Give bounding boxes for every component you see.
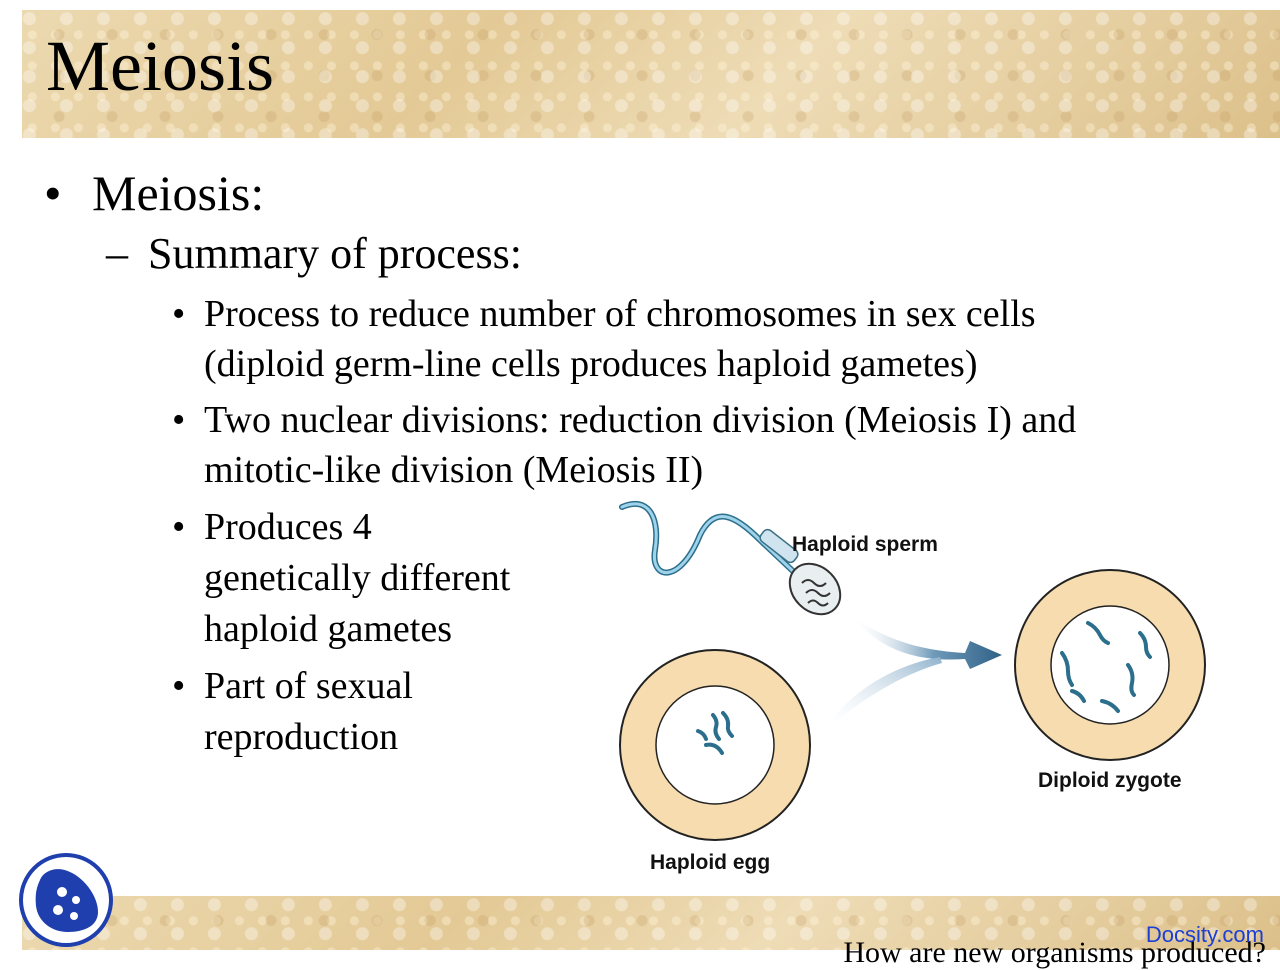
bullet-icon: • bbox=[172, 293, 186, 335]
egg-cell-icon bbox=[619, 649, 811, 841]
footer-band bbox=[22, 896, 1280, 950]
docsity-logo-icon bbox=[19, 853, 113, 947]
bullet-icon: • bbox=[172, 506, 186, 548]
list-item-line: Produces 4 bbox=[204, 506, 372, 548]
zygote-label: Diploid zygote bbox=[1038, 769, 1182, 792]
egg-label: Haploid egg bbox=[650, 851, 770, 874]
watermark-link[interactable]: Docsity.com bbox=[1145, 922, 1264, 947]
list-item-line: Two nuclear divisions: reduction divisio… bbox=[204, 399, 1077, 441]
list-item-line: Part of sexual bbox=[204, 665, 413, 707]
bullet-level2: Summary of process: bbox=[148, 229, 522, 278]
bullet-icon: • bbox=[172, 399, 186, 441]
slide-title: Meiosis bbox=[46, 26, 275, 106]
sperm-label: Haploid sperm bbox=[792, 533, 938, 556]
list-item-line: genetically different bbox=[204, 557, 511, 599]
arrow-icon bbox=[822, 657, 942, 733]
dash-icon: – bbox=[106, 229, 128, 278]
zygote-cell-icon bbox=[1014, 569, 1206, 761]
list-item-line: haploid gametes bbox=[204, 608, 452, 650]
bullet-icon: • bbox=[44, 165, 62, 221]
bullet-level1: Meiosis: bbox=[92, 165, 265, 221]
list-item-line: reproduction bbox=[204, 716, 399, 758]
bullet-icon: • bbox=[172, 665, 186, 707]
fertilization-diagram: Haploid sperm Haploid egg Diploid zygote bbox=[619, 500, 1206, 874]
list-item-line: (diploid germ-line cells produces haploi… bbox=[204, 343, 978, 385]
sperm-icon bbox=[619, 500, 842, 616]
list-item-line: mitotic-like division (Meiosis II) bbox=[204, 449, 704, 491]
header-band bbox=[22, 10, 1280, 138]
list-item-line: Process to reduce number of chromosomes … bbox=[204, 293, 1036, 335]
arrow-icon bbox=[850, 615, 1002, 669]
